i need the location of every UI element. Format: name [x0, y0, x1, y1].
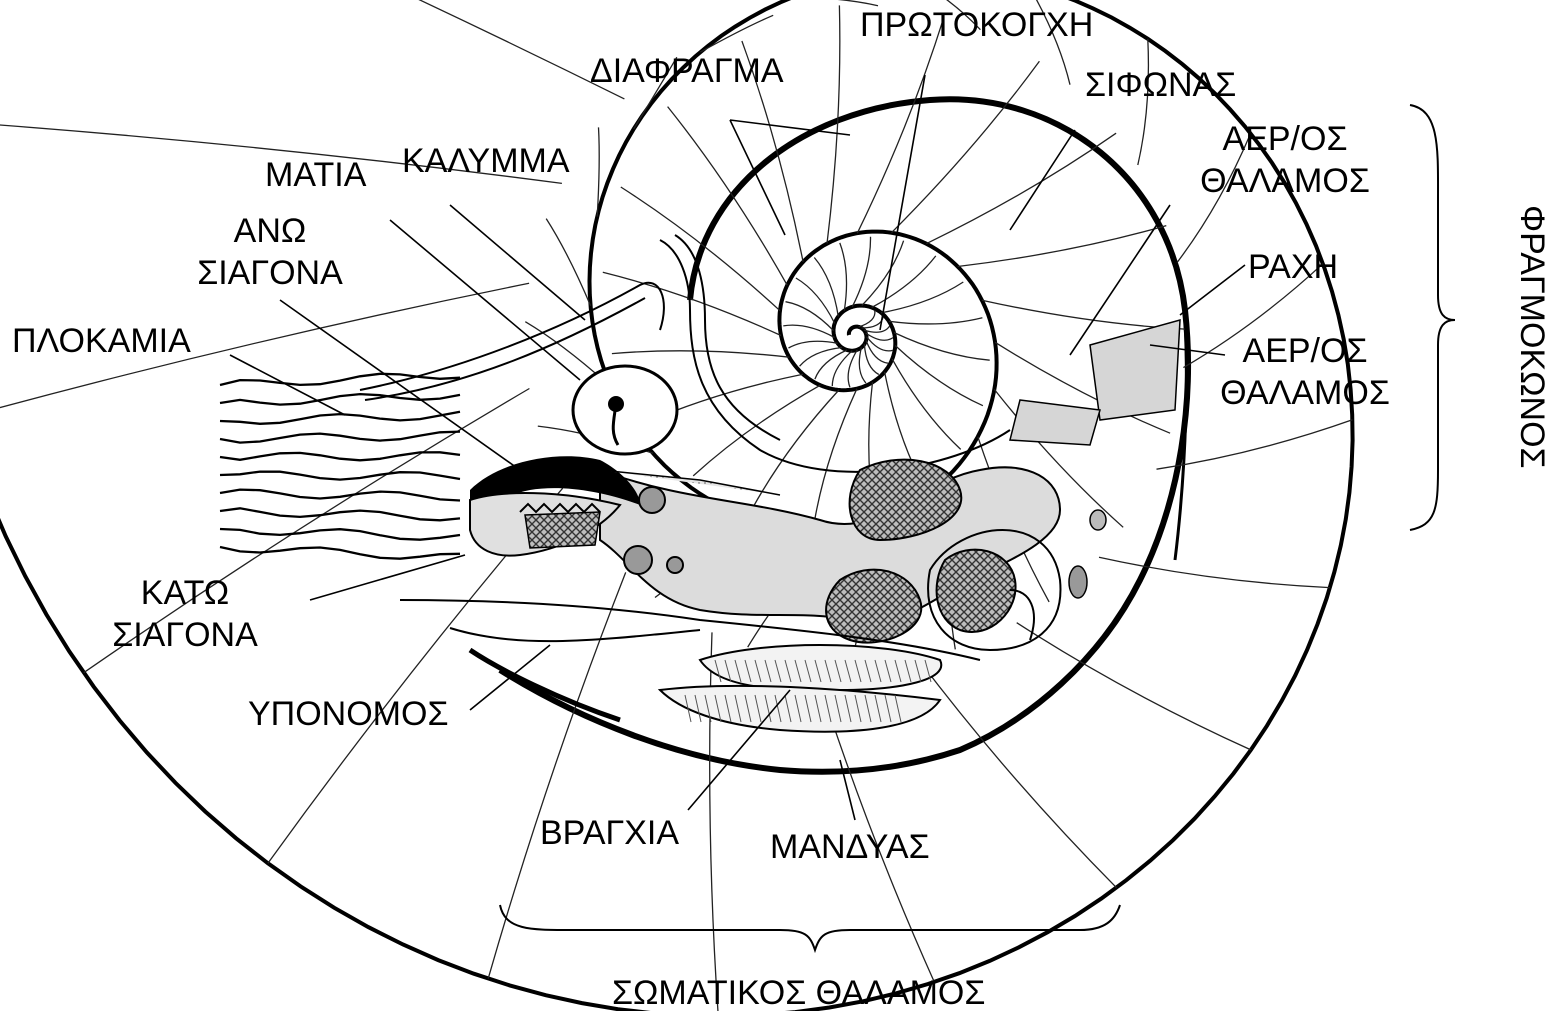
septum-line [753, 390, 839, 508]
septum-line [612, 351, 789, 357]
label-protokogxi: ΠΡΩΤΟΚΟΓΧΗ [860, 4, 1093, 46]
label-ano-siagona: ΑΝΩ ΣΙΑΓΟΝΑ [170, 210, 370, 294]
label-ano-siagona-line2: ΣΙΑΓΟΝΑ [170, 252, 370, 294]
septum-line [786, 302, 834, 331]
septum-line [488, 572, 626, 978]
label-raxi: ΡΑΧΗ [1248, 246, 1338, 288]
label-aeros-thalamos-2: ΑΕΡ/ΟΣ ΘΑΛΑΜΟΣ [1205, 330, 1405, 414]
brace-fragmokonos [1410, 105, 1455, 530]
label-diafragma: ΔΙΑΦΡΑΓΜΑ [590, 50, 784, 92]
body-organs [600, 460, 1106, 650]
tentacle-line [220, 490, 460, 501]
septum-line [864, 344, 878, 374]
label-aeros-thalamos-1-line2: ΘΑΛΑΜΟΣ [1185, 160, 1385, 202]
septum-line [918, 659, 1117, 888]
septum-line [859, 311, 875, 327]
septum-line [892, 61, 1040, 232]
label-plokamia: ΠΛΟΚΑΜΙΑ [12, 320, 191, 362]
label-kalymma: ΚΑΛΥΜΜΑ [402, 140, 570, 182]
label-matia: ΜΑΤΙΑ [265, 154, 366, 196]
label-ano-siagona-line1: ΑΝΩ [170, 210, 370, 252]
label-fragmokonos: ΦΡΑΓΜΟΚΩΝΟΣ [1512, 205, 1551, 469]
septum-line [700, 15, 773, 52]
septum-line [815, 350, 847, 379]
septum-line [881, 282, 963, 313]
label-vragxia: ΒΡΑΓΧΙΑ [540, 812, 679, 854]
septum-line [789, 341, 838, 348]
tentacle-line [220, 508, 460, 520]
septum-line [982, 300, 1185, 329]
septum-line [693, 385, 820, 476]
label-somatikos-thalamos: ΣΩΜΑΤΙΚΟΣ ΘΑΛΑΜΟΣ [612, 972, 985, 1014]
septum-line [840, 243, 847, 311]
tentacle-line [220, 452, 460, 460]
septum-line [852, 237, 870, 307]
hood [360, 235, 1010, 472]
septum-line [800, 348, 842, 367]
septum-line [857, 17, 944, 233]
label-mandyas: ΜΑΝΔΥΑΣ [770, 826, 930, 868]
eye [573, 366, 677, 454]
septum-line [926, 133, 1116, 244]
septum-line [862, 241, 904, 306]
tentacle-line [220, 394, 460, 405]
tentacle-line [220, 432, 460, 443]
label-yponomos: ΥΠΟΝΟΜΟΣ [248, 693, 448, 735]
septum-line [1017, 623, 1251, 750]
septum-line [0, 0, 624, 99]
label-aeros-thalamos-2-line1: ΑΕΡ/ΟΣ [1205, 330, 1405, 372]
label-aeros-thalamos-1: ΑΕΡ/ΟΣ ΘΑΛΑΜΟΣ [1185, 118, 1385, 202]
septum-line [848, 350, 857, 387]
gills [660, 645, 941, 732]
label-kato-siagona-line1: ΚΑΤΩ [90, 572, 280, 614]
septum-line [889, 318, 983, 324]
tentacle-line [220, 529, 460, 540]
septum-line [783, 325, 834, 337]
septum-line [894, 333, 990, 361]
label-kato-siagona-line2: ΣΙΑΓΟΝΑ [90, 614, 280, 656]
label-aeros-thalamos-1-line1: ΑΕΡ/ΟΣ [1185, 118, 1385, 160]
septum-line [668, 107, 788, 286]
septum-line [866, 341, 888, 364]
label-sifonas: ΣΙΦΩΝΑΣ [1085, 64, 1236, 106]
label-kato-siagona: ΚΑΤΩ ΣΙΑΓΟΝΑ [90, 572, 280, 656]
septum-line [958, 226, 1167, 267]
tentacle-line [220, 412, 460, 424]
septum-line [866, 333, 893, 340]
label-aeros-thalamos-2-line2: ΘΑΛΑΜΟΣ [1205, 372, 1405, 414]
tentacle-line [220, 472, 460, 480]
septum-line [895, 346, 983, 406]
septum-line [1099, 557, 1330, 587]
septum-line [796, 278, 835, 323]
